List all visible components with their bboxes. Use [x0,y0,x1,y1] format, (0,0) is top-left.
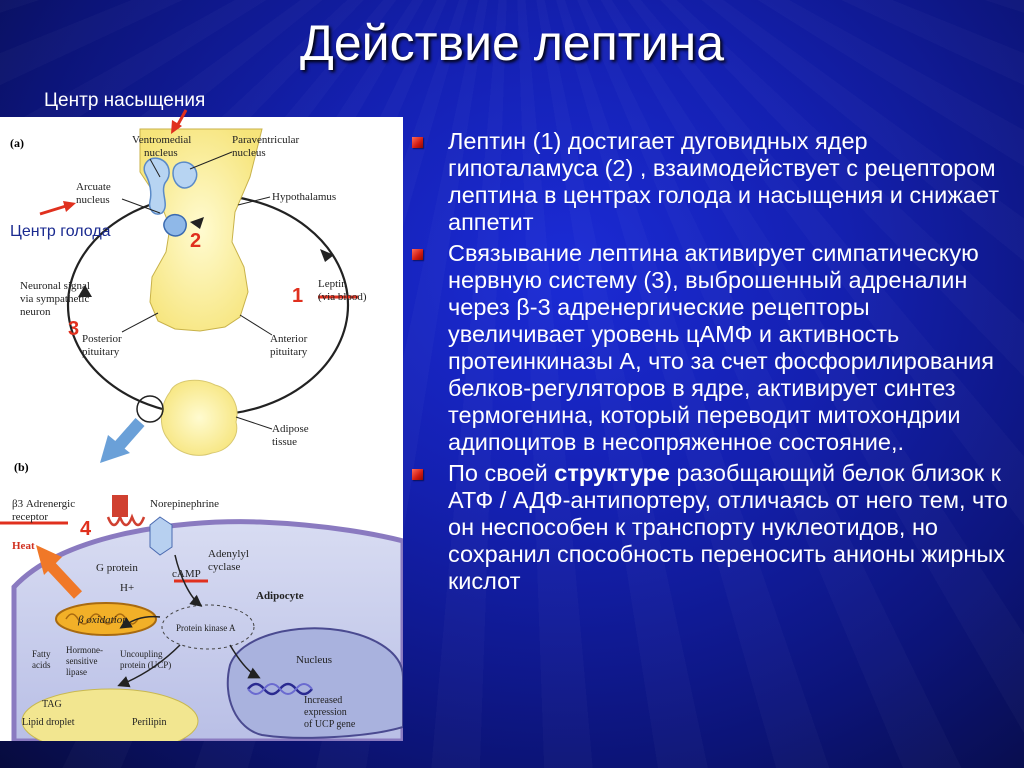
bullet-text-bold: структуре [554,460,670,486]
number-1: 1 [292,285,303,307]
heat-label: Heat [12,540,35,552]
lipid-droplet-label: Lipid droplet [22,717,75,728]
bullet-square-icon [412,137,423,148]
camp-label: cAMP [172,568,201,580]
leader-line [121,198,161,214]
dna-helix [247,683,313,695]
leptin-diagram-svg: (a) Ventromedial nucleus Paraventricular… [0,128,406,754]
g-protein-label: G protein [96,562,138,574]
leader-line [149,158,161,178]
adenylyl-cyclase-label: Adenylyl cyclase [208,548,252,573]
hypothalamus-label: Hypothalamus [272,191,336,203]
satiety-center-label: Центр насыщения [44,90,206,111]
uncoupling-protein-label: Uncoupling protein (UCP) [120,649,171,670]
adipocyte-label: Adipocyte [256,590,304,602]
signal-arrow [119,615,161,629]
cycle-arrow-head [320,249,334,262]
anterior-pituitary-label: Anterior pituitary [270,333,310,358]
bullet-list: Лептин (1) достигает дуговидных ядер гип… [408,128,1008,599]
fatty-acids-label: Fatty acids [32,649,53,670]
bullet-text: Лептин (1) достигает дуговидных ядер гип… [448,128,1000,235]
h-plus-label: H+ [120,582,134,594]
ventromedial-nucleus-shape [143,157,170,215]
bullet-item-2: Связывание лептина активирует симпатичес… [408,240,1008,456]
leader-line [237,196,271,206]
bullet-text-post: разобщающий белок близок к АТФ / АДФ-ант… [448,460,1008,594]
heat-arrow-head [36,545,62,575]
number-4: 4 [80,518,92,540]
bullet-item-1: Лептин (1) достигает дуговидных ядер гип… [408,128,1008,236]
signal-arrow [229,644,261,679]
signal-arrow [174,554,203,607]
leader-line [189,151,233,170]
panel-a-label: (a) [10,136,24,150]
norepinephrine-label: Norepinephrine [150,498,219,510]
adipose-tissue-shape [161,379,238,456]
zoom-circle [136,395,164,423]
arcuate-nucleus-shape [163,213,187,237]
cycle-arrow-head [190,217,204,229]
number-3: 3 [68,318,79,340]
beta3-receptor-shape [112,495,128,517]
leptin-label: Leptin (via blood) [318,278,367,303]
paraventricular-nucleus-shape [172,161,198,189]
hunger-center-label: Центр голода [10,223,111,240]
ventromedial-label: Ventromedial nucleus [132,134,194,159]
leader-line [121,312,159,333]
leptin-diagram-figure: (a) Ventromedial nucleus Paraventricular… [0,117,406,754]
slide-title: Действие лептина [300,15,724,71]
protein-kinase-a-label: Protein kinase A [176,623,236,633]
paraventricular-label: Paraventricular nucleus [232,134,302,159]
zoom-arrow-head [100,435,130,463]
signal-arrow [117,644,181,688]
adenylyl-cyclase-shape [149,516,173,556]
leader-line [239,314,273,336]
bullet-item-3: По своей структуре разобщающий белок бли… [408,460,1008,595]
number-2: 2 [190,230,201,252]
heat-arrow-shaft [45,561,83,599]
hormone-sensitive-lipase-label: Hormone- sensitive lipase [66,645,105,677]
bullet-text: Связывание лептина активирует симпатичес… [448,240,995,455]
beta3-receptor-label: β3 Adrenergic receptor [12,498,78,523]
bullet-square-icon [412,249,423,260]
panel-b-label: (b) [14,460,29,474]
zoom-arrow-shaft [113,418,145,451]
beta-oxidation-label: β oxidation [77,614,128,626]
cycle-arrow-head [78,285,92,297]
neuronal-signal-label: Neuronal signal via sympathetic neuron [20,280,93,318]
leader-line [235,416,273,430]
bullet-text-pre: По своей [448,460,555,486]
increased-expression-label: Increased expression of UCP gene [304,695,356,730]
bullet-square-icon [412,469,423,480]
nucleus-label: Nucleus [296,654,332,666]
adipose-tissue-label: Adipose tissue [272,423,311,448]
protein-kinase-a-shape [161,604,255,650]
tag-label: TAG [42,699,62,710]
posterior-pituitary-label: Posterior pituitary [82,333,124,358]
arcuate-label: Arcuate nucleus [76,181,114,206]
receptor-coils [106,513,146,527]
perilipin-label: Perilipin [132,717,166,728]
